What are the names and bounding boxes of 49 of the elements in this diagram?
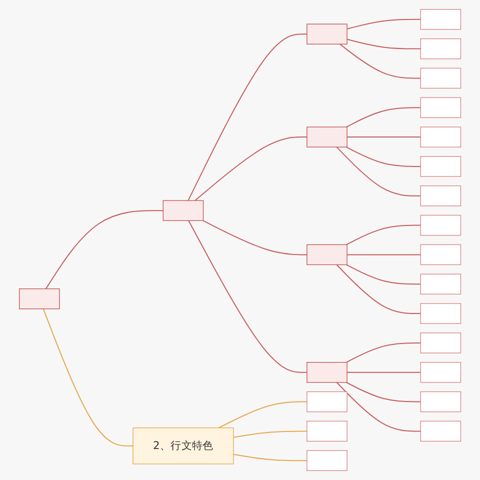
node-box: 2、行文特色 [132, 428, 234, 464]
connector [346, 224, 421, 246]
connector [42, 308, 133, 446]
connector [336, 264, 421, 314]
connector [218, 401, 307, 428]
node-bar [420, 97, 462, 118]
connector [347, 136, 421, 138]
node-bar [420, 391, 462, 412]
node-box [306, 126, 348, 148]
connector [347, 254, 421, 256]
node-bar [420, 274, 462, 294]
node-bar [306, 391, 348, 412]
node-bar [420, 126, 462, 148]
connector [346, 264, 421, 285]
node-bar [420, 244, 462, 266]
connector [188, 34, 307, 201]
node-box [162, 200, 204, 221]
connector [347, 372, 421, 373]
connector [233, 454, 307, 462]
node-bar [420, 362, 462, 383]
node-bar [420, 303, 462, 324]
connector [336, 146, 421, 196]
node-bar [306, 450, 348, 471]
node-box [306, 24, 348, 44]
node-bar [420, 332, 462, 354]
connector [194, 136, 307, 201]
connector [45, 210, 164, 290]
node-bar [420, 38, 462, 60]
connector [336, 382, 421, 432]
connector [188, 220, 307, 373]
node-bar [420, 68, 462, 89]
connector [340, 44, 421, 79]
connector [202, 220, 307, 256]
node-box [18, 288, 60, 310]
connector [346, 107, 421, 128]
node-box [306, 362, 348, 383]
node-bar [420, 214, 462, 236]
connector [233, 430, 307, 438]
node-bar [420, 420, 462, 442]
node-box [306, 244, 348, 266]
connector [346, 38, 421, 50]
node-bar [420, 186, 462, 206]
node-bar [420, 156, 462, 177]
connector [346, 342, 421, 363]
connector [346, 146, 421, 167]
connector [346, 382, 421, 402]
node-bar [306, 420, 348, 442]
node-bar [420, 9, 462, 30]
connector [346, 18, 421, 30]
